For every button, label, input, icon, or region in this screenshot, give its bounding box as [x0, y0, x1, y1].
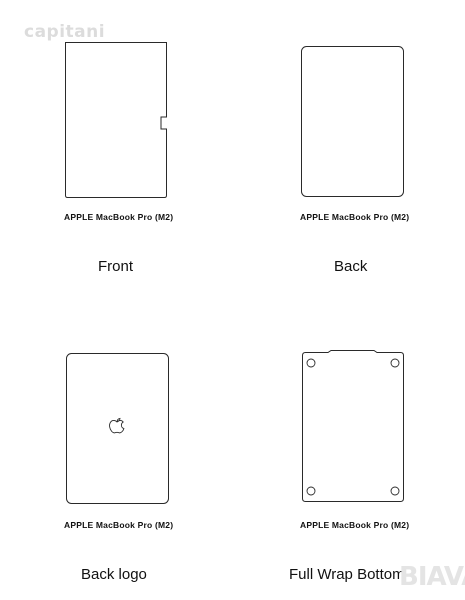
corner-logo-text: BIAVA — [399, 562, 465, 592]
watermark-text: capitani — [24, 22, 106, 42]
screw-hole-icon — [390, 486, 400, 496]
apple-logo-icon — [109, 417, 125, 434]
panel-back-logo-caption: Back logo — [81, 566, 147, 583]
screw-hole-icon — [390, 358, 400, 368]
corner-logo: BIAVA — [391, 560, 465, 600]
panel-back-logo-model: APPLE MacBook Pro (M2) — [64, 520, 174, 530]
back-logo-outline-icon — [66, 353, 169, 504]
panel-full-wrap-caption: Full Wrap Bottom — [289, 566, 405, 583]
front-outline-icon — [65, 42, 167, 198]
panel-front-model: APPLE MacBook Pro (M2) — [64, 212, 174, 222]
panel-back-model: APPLE MacBook Pro (M2) — [300, 212, 410, 222]
full-wrap-bottom-outline-icon — [302, 350, 404, 502]
screw-hole-icon — [306, 486, 316, 496]
screw-hole-icon — [306, 358, 316, 368]
back-outline-icon — [301, 46, 404, 197]
panel-full-wrap-model: APPLE MacBook Pro (M2) — [300, 520, 410, 530]
panel-front-caption: Front — [98, 258, 134, 275]
panel-back-caption: Back — [334, 258, 368, 275]
